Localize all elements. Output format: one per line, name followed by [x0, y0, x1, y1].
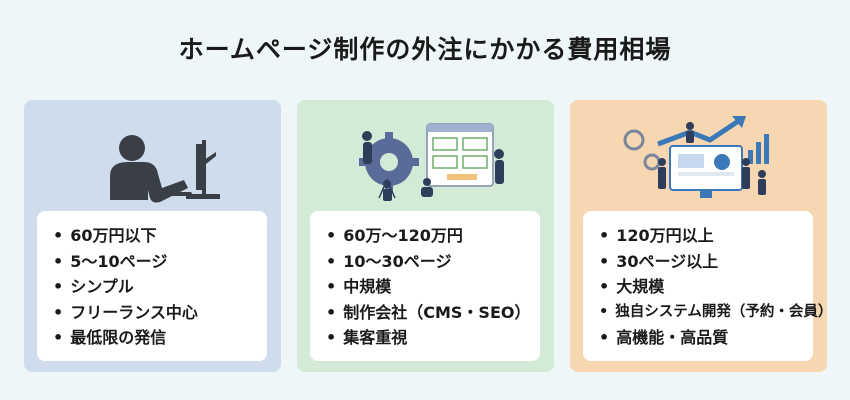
bar-chart-icon: [748, 134, 769, 164]
list-item: 中規模: [326, 274, 540, 300]
list-item: 10〜30ページ: [326, 249, 540, 275]
page-title: ホームページ制作の外注にかかる費用相場: [178, 35, 672, 64]
price-list-low: 60万円以下 5〜10ページ シンプル フリーランス中心 最低限の発信: [37, 211, 267, 361]
list-item: フリーランス中心: [53, 300, 267, 326]
price-list-high: 120万円以上 30ページ以上 大規模 独自システム開発（予約・会員） 高機能・…: [583, 211, 832, 361]
price-card-high: 120万円以上 30ページ以上 大規模 独自システム開発（予約・会員） 高機能・…: [570, 100, 832, 372]
list-item: 60万円以下: [53, 223, 267, 249]
list-item: 5〜10ページ: [53, 249, 267, 275]
price-card-mid: 60万〜120万円 10〜30ページ 中規模 制作会社（CMS・SEO） 集客重…: [297, 100, 554, 372]
list-item: 制作会社（CMS・SEO）: [326, 300, 540, 326]
list-item: 120万円以上: [599, 223, 813, 249]
list-item: 大規模: [599, 274, 813, 300]
list-item: 高機能・高品質: [599, 325, 813, 351]
website-building-team-icon: [359, 123, 504, 201]
list-item: 最低限の発信: [53, 325, 267, 351]
growth-arrow-icon: [657, 117, 742, 147]
list-item: 独自システム開発（予約・会員）: [599, 300, 832, 326]
price-card-low: 60万円以下 5〜10ページ シンプル フリーランス中心 最低限の発信: [24, 100, 281, 372]
list-item: 30ページ以上: [599, 249, 813, 275]
person-at-computer-icon: [110, 135, 220, 203]
list-item: 60万〜120万円: [326, 223, 540, 249]
list-item: シンプル: [53, 274, 267, 300]
price-list-mid: 60万〜120万円 10〜30ページ 中規模 制作会社（CMS・SEO） 集客重…: [310, 211, 540, 361]
list-item: 集客重視: [326, 325, 540, 351]
dashboard-growth-team-icon: [623, 116, 769, 198]
